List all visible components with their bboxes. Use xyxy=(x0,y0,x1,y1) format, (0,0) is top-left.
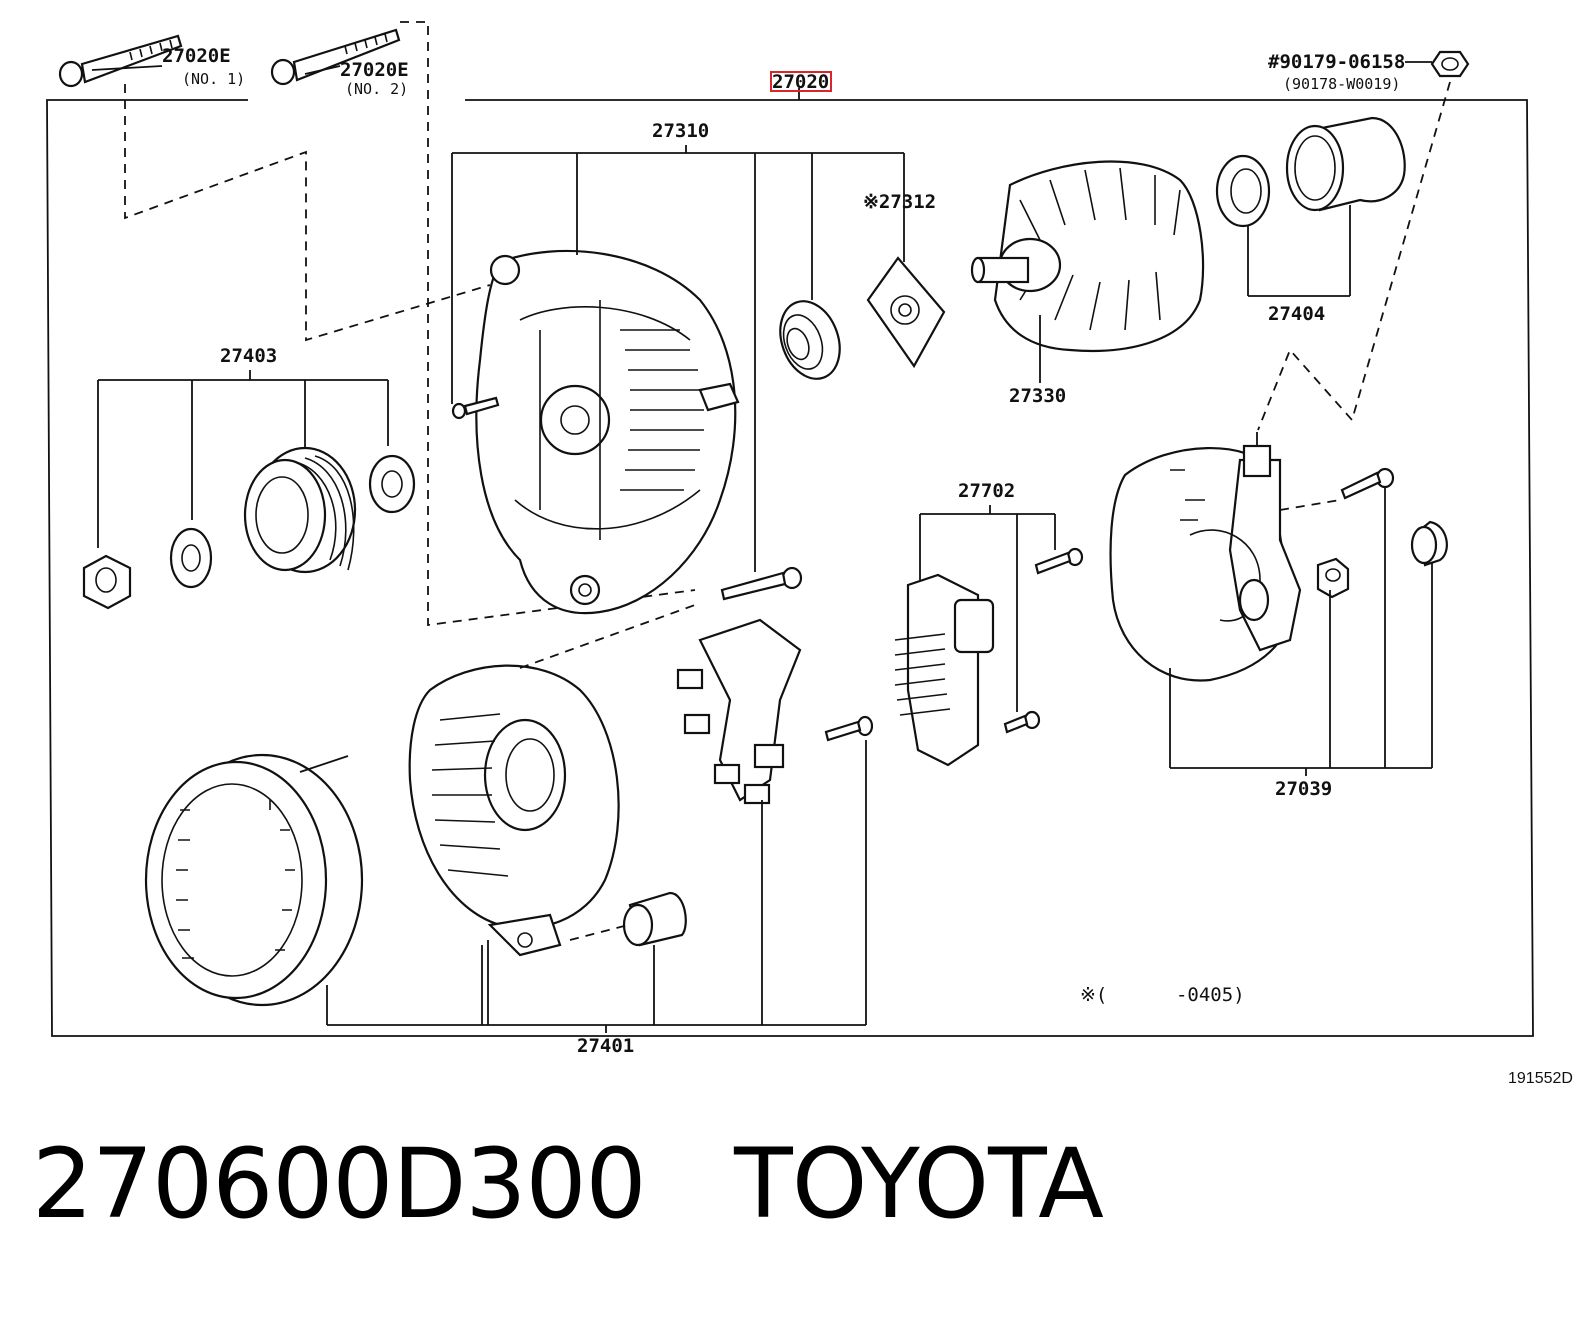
rear-end-cover xyxy=(1109,432,1302,682)
rear-end-frame xyxy=(408,664,620,957)
brush-screw xyxy=(824,715,874,742)
leader-stator-set xyxy=(326,740,867,1033)
through-bolt-no1 xyxy=(58,34,183,88)
label-pulley-set: 27403 xyxy=(220,345,277,367)
label-assembly: 27020 xyxy=(772,71,829,93)
pulley xyxy=(243,446,357,574)
pulley-spacer xyxy=(368,454,416,514)
part-caption: 270600D300 TOYOTA xyxy=(32,1136,1104,1232)
regulator-screw-upper xyxy=(1034,547,1084,575)
label-regulator: 27702 xyxy=(958,480,1015,502)
assembly-highlight-box xyxy=(770,71,832,92)
label-nut: #90179-06158 xyxy=(1268,51,1405,73)
leader-drive-frame xyxy=(451,145,905,572)
leader-regulator xyxy=(919,505,1056,712)
drive-end-frame xyxy=(475,249,740,615)
cover-bushing xyxy=(1410,520,1448,567)
rubber-insulator xyxy=(622,891,687,947)
leader-pulley-set xyxy=(97,370,389,548)
pulley-washer xyxy=(169,527,213,589)
brush-holder xyxy=(676,618,802,805)
brand-name: TOYOTA xyxy=(734,1128,1104,1240)
label-plate: ※27312 xyxy=(863,191,936,213)
leader-bearing-set xyxy=(1247,205,1351,297)
front-bearing xyxy=(779,300,841,380)
label-rotor: 27330 xyxy=(1009,385,1066,407)
rotor xyxy=(970,160,1205,352)
bearing-cover xyxy=(1285,116,1406,212)
voltage-regulator xyxy=(894,573,995,767)
rear-bearing xyxy=(1215,154,1271,228)
part-number: 270600D300 xyxy=(32,1128,647,1240)
label-bearing-set: 27404 xyxy=(1268,303,1325,325)
cover-nut xyxy=(1316,557,1350,599)
label-nut-alt: (90178-W0019) xyxy=(1283,75,1400,93)
stator xyxy=(144,753,364,1007)
label-bolt-no1: 27020E xyxy=(162,45,231,67)
label-drive-frame: 27310 xyxy=(652,120,709,142)
footnote: ※( -0405) xyxy=(1080,984,1245,1006)
label-bolt-no2-sub: (NO. 2) xyxy=(345,80,408,98)
drive-frame-screw xyxy=(451,396,500,420)
drawing-id: 191552D xyxy=(1508,1070,1573,1087)
nut-part xyxy=(1430,50,1470,78)
pulley-nut xyxy=(82,554,132,610)
leader-rear-cover xyxy=(1169,488,1433,776)
label-rear-cover: 27039 xyxy=(1275,778,1332,800)
label-bolt-no2: 27020E xyxy=(340,59,409,81)
regulator-screw-lower xyxy=(1003,710,1041,734)
retainer-plate xyxy=(866,256,946,369)
cover-bolt xyxy=(1340,467,1395,500)
frame-bolt xyxy=(720,566,803,601)
label-stator-set: 27401 xyxy=(577,1035,634,1057)
label-bolt-no1-sub: (NO. 1) xyxy=(182,70,245,88)
through-bolt-no2 xyxy=(270,28,401,86)
